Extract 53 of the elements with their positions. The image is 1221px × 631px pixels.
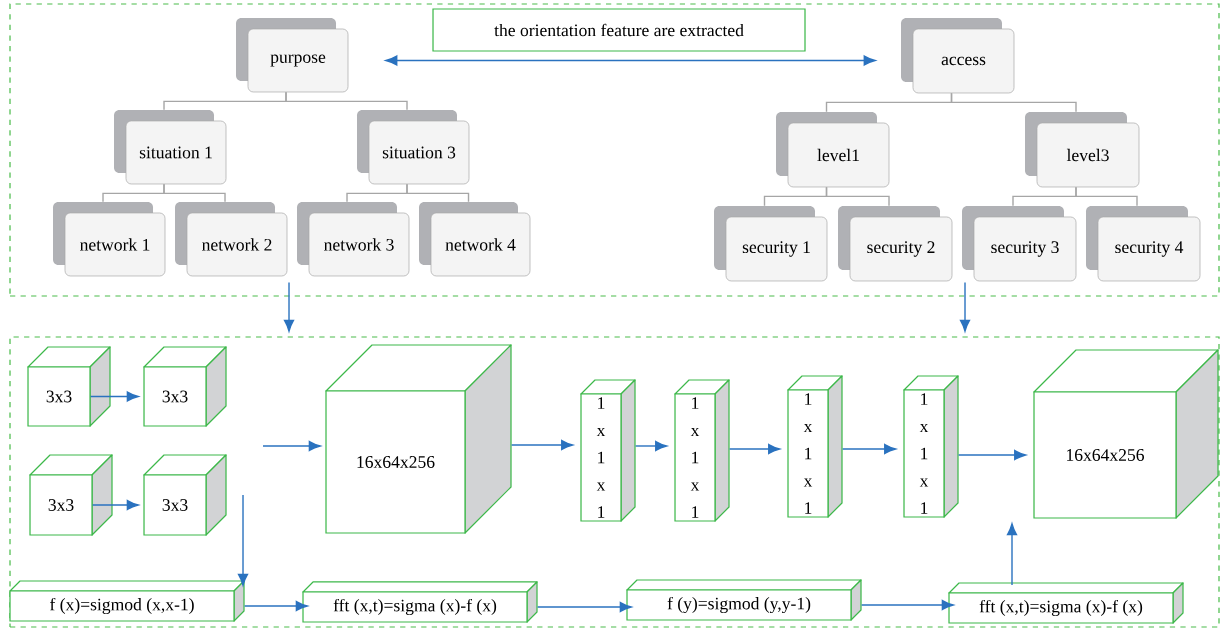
dashed-panel: [9, 336, 1220, 628]
cube: 16x64x256: [325, 344, 512, 534]
arrow: [841, 443, 897, 455]
arrow: [283, 281, 295, 332]
cube: 16x64x256: [1033, 349, 1219, 519]
column-block: 1 x 1 x 1: [674, 379, 730, 522]
arrow: [959, 281, 971, 332]
column-block: 1 x 1 x 1: [580, 379, 636, 522]
bar-block: f (y)=sigmod (y,y-1): [626, 579, 862, 621]
stacked-box: security 2: [838, 206, 953, 282]
cube: 3x3: [29, 454, 113, 536]
arrow: [243, 600, 308, 612]
stacked-box: network 4: [419, 202, 531, 277]
stacked-box: level1: [776, 112, 890, 188]
stacked-box: network 3: [297, 202, 410, 277]
arrow: [510, 439, 574, 451]
stacked-box: network 2: [175, 202, 288, 277]
arrow: [728, 443, 781, 455]
stacked-box: security 3: [962, 206, 1077, 282]
stacked-box: access: [901, 18, 1015, 94]
cube: 3x3: [143, 454, 227, 536]
stacked-box: situation 3: [357, 110, 470, 185]
column-block: 1 x 1 x 1: [903, 375, 959, 518]
stacked-box: purpose: [236, 18, 349, 93]
arrow: [91, 499, 139, 511]
arrow: [385, 55, 876, 66]
arrow: [860, 599, 954, 611]
text-box: the orientation feature are extracted: [432, 8, 806, 52]
connector-line: [285, 91, 408, 111]
cube: 3x3: [27, 346, 111, 427]
arrow: [957, 449, 1027, 461]
connector-line: [825, 186, 890, 207]
stacked-box: situation 1: [114, 110, 227, 185]
bar-block: f (x)=sigmod (x,x-1): [9, 580, 245, 622]
connector-line: [406, 183, 470, 203]
stacked-box: network 1: [53, 202, 166, 277]
dashed-panel: [9, 3, 1220, 297]
arrow: [262, 440, 321, 452]
stacked-box: security 1: [714, 206, 828, 282]
bar-block: fft (x,t)=sigma (x)-f (x): [302, 581, 538, 623]
arrow: [634, 440, 668, 452]
stacked-box: level3: [1025, 112, 1140, 188]
bar-block: fft (x,t)=sigma (x)-f (x): [948, 582, 1184, 624]
connector-line: [163, 183, 226, 203]
connector-line: [1075, 186, 1138, 207]
arrow: [89, 391, 139, 402]
cube: 3x3: [143, 346, 227, 427]
column-block: 1 x 1 x 1: [787, 375, 843, 518]
connector-line: [950, 92, 1077, 113]
arrow: [536, 601, 632, 613]
stacked-box: security 4: [1086, 206, 1201, 282]
arrow: [237, 494, 249, 586]
arrow: [1006, 523, 1018, 586]
